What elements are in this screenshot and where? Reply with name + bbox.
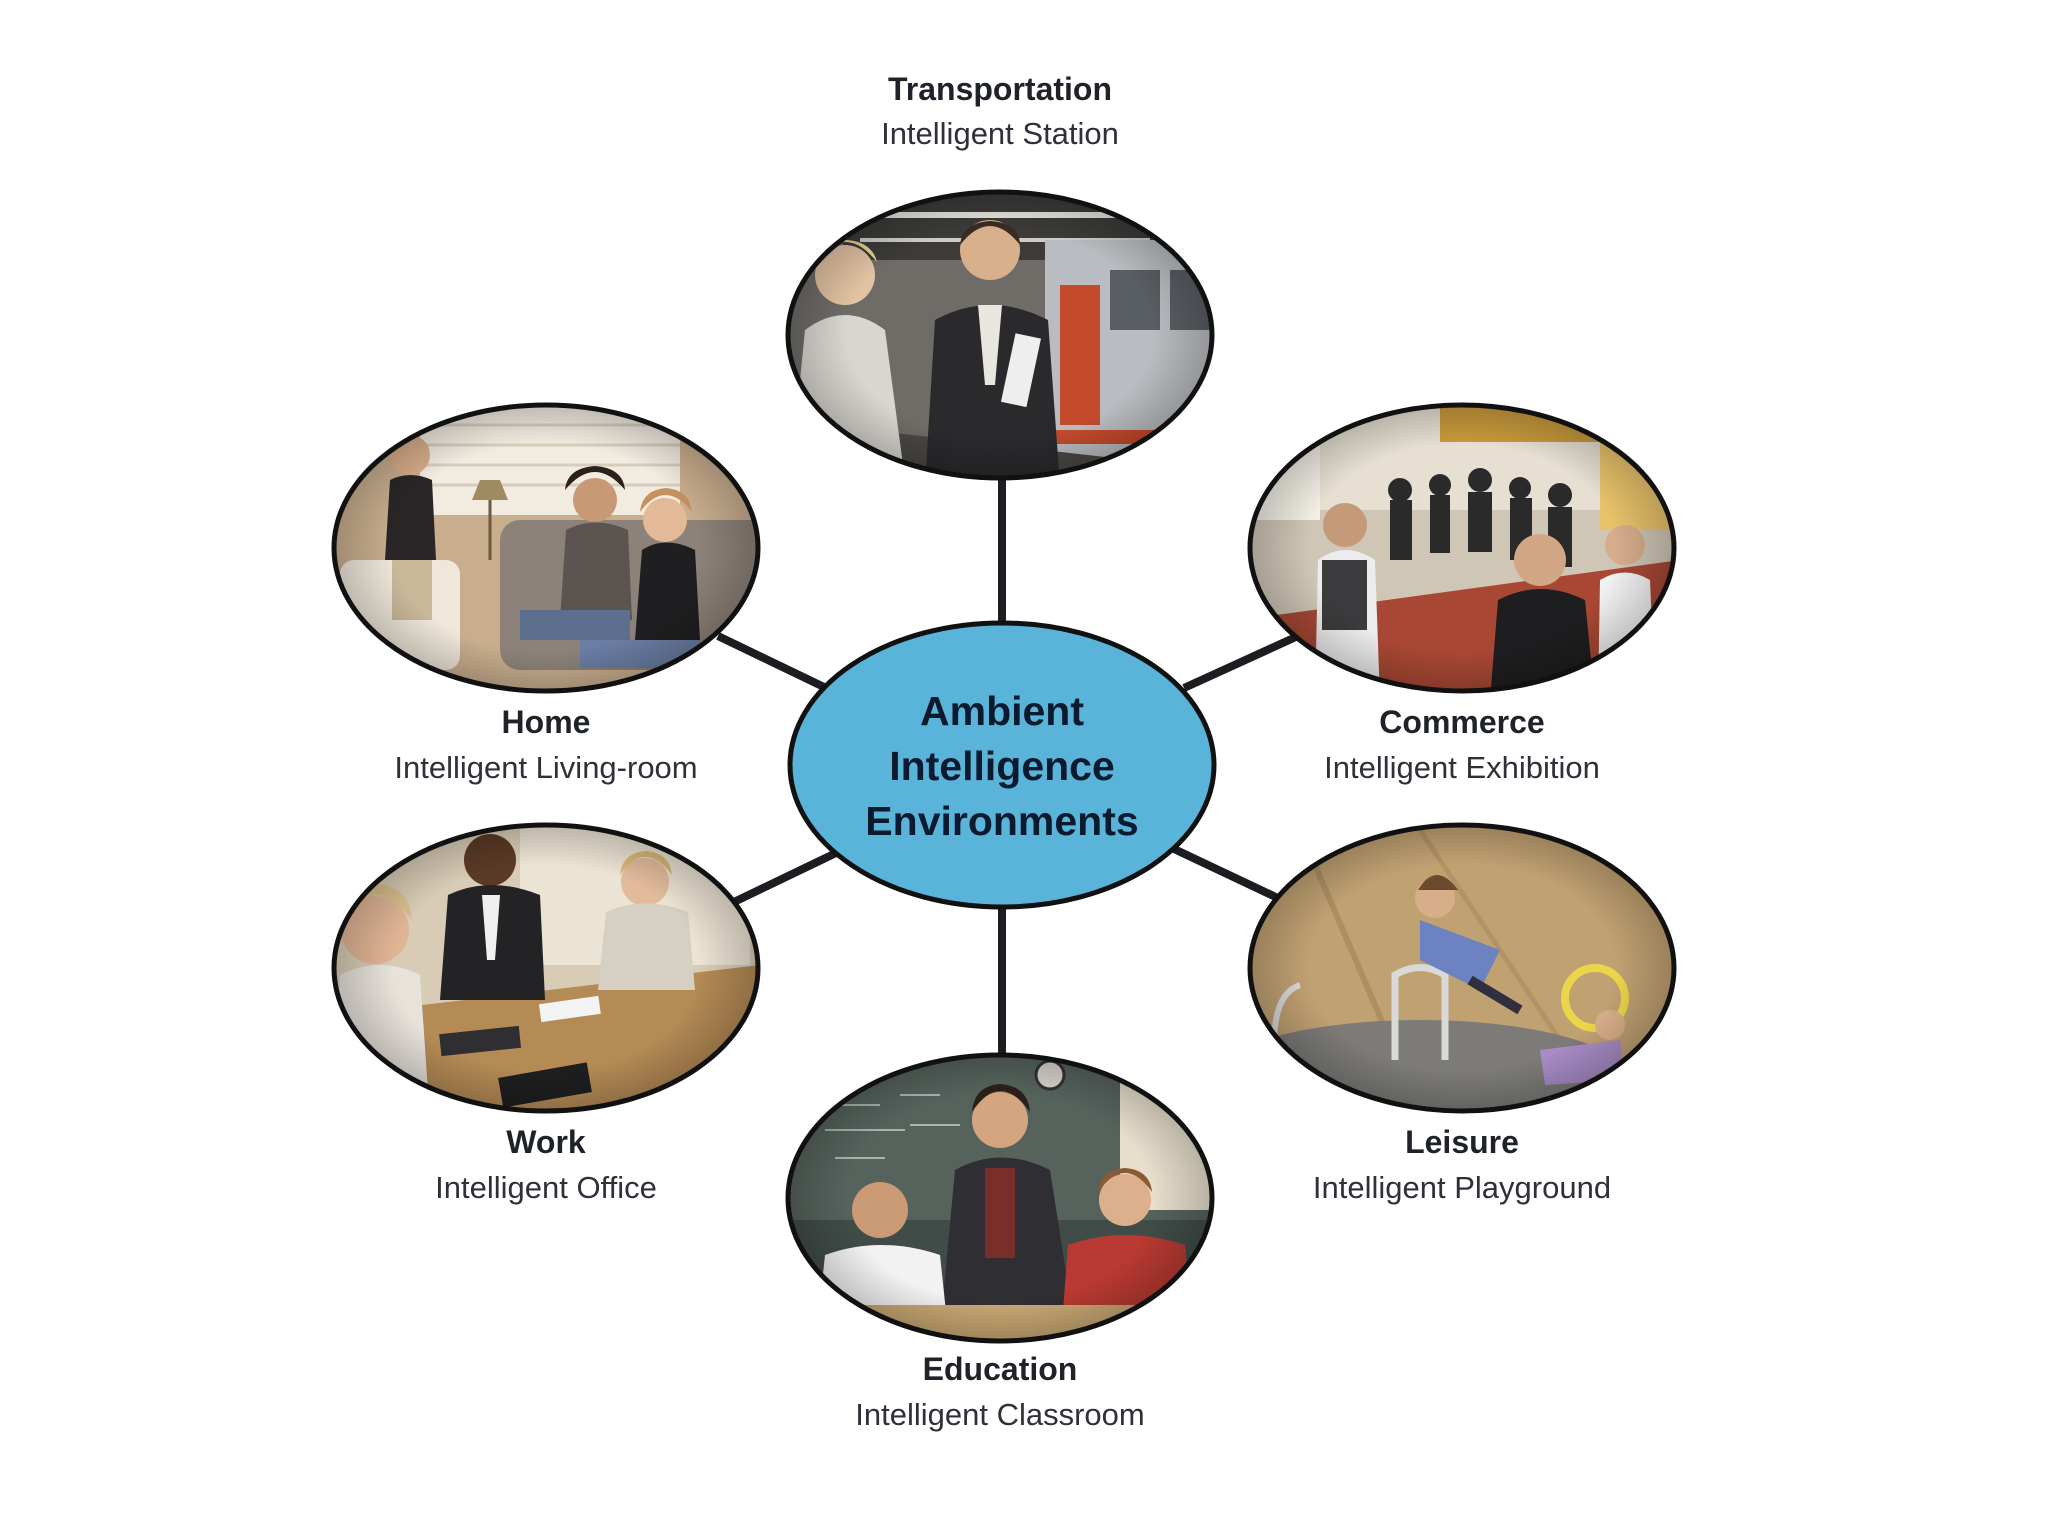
photo-living-room: [334, 405, 758, 691]
center-line-3: Environments: [865, 798, 1138, 844]
node-subtitle: Intelligent Classroom: [855, 1397, 1144, 1432]
photo-exhibition: [1250, 405, 1674, 691]
spoke-work: [732, 848, 840, 906]
photo-playground: [1250, 825, 1674, 1111]
node-title: Work: [506, 1124, 586, 1160]
photo-frame: [1247, 822, 1677, 1114]
node-home: Home Intelligent Living-room: [331, 402, 761, 785]
node-transportation: Transportation Intelligent Station: [785, 71, 1215, 481]
node-education: Education Intelligent Classroom: [785, 1052, 1215, 1432]
center-line-2: Intelligence: [889, 743, 1115, 789]
photo-frame: [1247, 402, 1677, 694]
center-line-1: Ambient: [920, 688, 1084, 734]
spoke-commerce: [1182, 632, 1300, 692]
node-leisure: Leisure Intelligent Playground: [1247, 822, 1677, 1205]
node-subtitle: Intelligent Exhibition: [1324, 750, 1600, 785]
node-title: Education: [923, 1351, 1078, 1387]
node-subtitle: Intelligent Station: [881, 116, 1119, 151]
photo-frame: [331, 822, 761, 1114]
node-title: Commerce: [1379, 704, 1544, 740]
node-commerce: Commerce Intelligent Exhibition: [1247, 402, 1677, 785]
photo-classroom: [788, 1055, 1212, 1341]
node-subtitle: Intelligent Living-room: [394, 750, 697, 785]
spoke-leisure: [1170, 844, 1284, 904]
photo-frame: [331, 402, 761, 694]
center-node: Ambient Intelligence Environments: [787, 620, 1217, 910]
node-title: Home: [502, 704, 591, 740]
photo-frame: [785, 189, 1215, 481]
node-subtitle: Intelligent Office: [435, 1170, 657, 1205]
photo-train-station: [788, 192, 1212, 478]
center-ellipse: [787, 620, 1217, 910]
spokes: [716, 478, 1300, 1055]
node-work: Work Intelligent Office: [331, 822, 761, 1205]
node-title: Leisure: [1405, 1124, 1519, 1160]
spoke-home: [716, 632, 828, 692]
node-title: Transportation: [888, 71, 1112, 107]
node-subtitle: Intelligent Playground: [1313, 1170, 1611, 1205]
photo-frame: [785, 1052, 1215, 1344]
